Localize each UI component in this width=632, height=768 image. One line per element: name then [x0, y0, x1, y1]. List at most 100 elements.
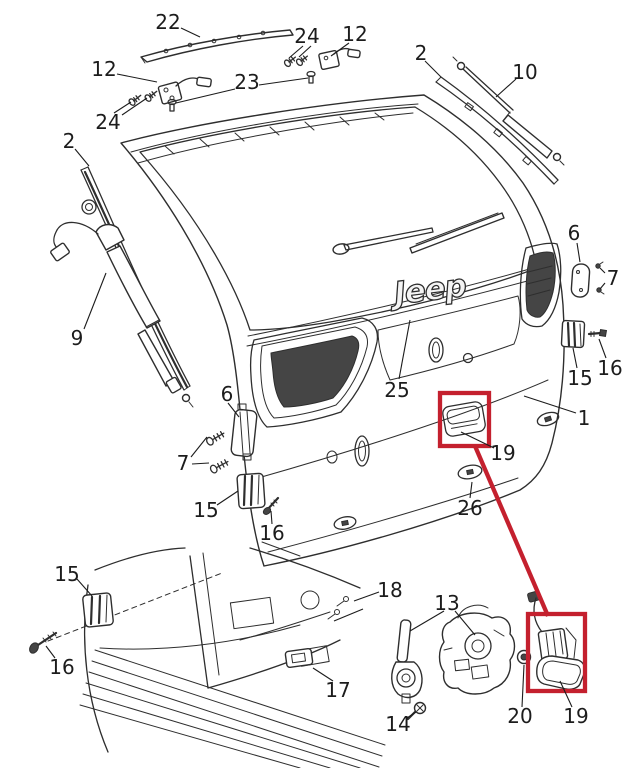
leader-line-14 — [406, 711, 417, 719]
power-strut-left — [50, 199, 194, 408]
leader-line-6 — [227, 402, 240, 418]
bumper-hatch — [79, 649, 386, 768]
leader-line-7 — [191, 462, 210, 465]
callout-23-label: 23 — [234, 70, 259, 94]
leader-line-12 — [116, 73, 158, 83]
body-cutaway — [29, 541, 386, 768]
callout-1-label: 1 — [578, 406, 591, 430]
callout-16-label: 16 — [597, 356, 622, 380]
leader-line-17 — [312, 667, 334, 682]
callout-26-label: 26 — [457, 496, 482, 520]
handle-recess — [442, 401, 486, 437]
spoiler-hatch — [164, 112, 385, 155]
callout-16-label: 16 — [259, 521, 284, 545]
callout-2-label: 2 — [415, 41, 428, 65]
hinge-right — [318, 47, 361, 71]
handle-assembly — [527, 590, 586, 690]
leader-line-2 — [424, 60, 442, 78]
callout-22-label: 22 — [155, 10, 180, 34]
leader-line-19 — [460, 431, 495, 449]
screws-24 — [128, 55, 308, 106]
leader-line-12 — [330, 42, 350, 57]
bumper-right — [560, 319, 586, 349]
bolt-mid-left — [262, 496, 280, 515]
callout-13-label: 13 — [434, 591, 459, 615]
latch-assembly — [438, 604, 516, 695]
leader-line-6 — [576, 242, 581, 263]
leader-line-26 — [469, 481, 473, 499]
callout-24-label: 24 — [294, 24, 319, 48]
leader-line-23 — [258, 77, 309, 86]
leader-line-7 — [599, 267, 606, 274]
leader-line-13 — [409, 610, 445, 632]
spoiler-strip — [140, 29, 294, 64]
pad-right — [570, 263, 591, 298]
left-taillight — [249, 317, 379, 428]
plug-ovals — [333, 411, 560, 530]
leader-line-7 — [190, 436, 208, 458]
callout-25-label: 25 — [384, 378, 409, 402]
callout-17-label: 17 — [325, 678, 350, 702]
leader-line-9 — [83, 272, 107, 330]
hinge-left — [157, 76, 212, 105]
leader-line-15 — [216, 490, 239, 506]
leader-line-13 — [454, 610, 476, 636]
callout-7-label: 7 — [177, 451, 190, 475]
bolt-bottom-left — [29, 631, 58, 654]
latch-screw — [406, 701, 427, 721]
callout-16-label: 16 — [49, 655, 74, 679]
highlight-connector-line — [473, 445, 550, 617]
leader-line-15 — [572, 347, 578, 369]
leader-line-16 — [598, 338, 607, 359]
leader-line-18 — [333, 608, 364, 622]
release-lever — [391, 619, 423, 704]
leader-line-15 — [76, 578, 93, 597]
leader-line-2 — [74, 148, 90, 167]
striker-screws — [327, 596, 349, 620]
leader-line-7 — [599, 282, 606, 290]
callout-20-label: 20 — [507, 704, 532, 728]
screws-right — [595, 261, 605, 295]
highlight-box-2 — [525, 611, 588, 694]
callout-15-label: 15 — [193, 498, 218, 522]
leader-line-23 — [175, 88, 236, 104]
bolt-right — [587, 328, 608, 338]
leader-line-24 — [298, 45, 312, 58]
leader-line-24 — [121, 97, 148, 116]
leader-line-1 — [523, 395, 577, 414]
right-taillight — [519, 242, 562, 328]
pad-left — [230, 403, 258, 461]
leader-line-20 — [521, 664, 525, 708]
leader-line-16 — [45, 645, 56, 659]
callout-10-label: 10 — [512, 60, 537, 84]
callout-12-label: 12 — [91, 57, 116, 81]
callout-12-label: 12 — [342, 22, 367, 46]
callout-18-label: 18 — [377, 578, 402, 602]
panel-holes — [326, 337, 474, 467]
bumper-bottom-left — [82, 592, 114, 628]
leader-line-16 — [270, 510, 273, 525]
leader-line-19 — [559, 680, 573, 708]
leader-line-18 — [353, 591, 380, 602]
rear-wiper — [332, 212, 505, 255]
leader-line-24 — [288, 45, 304, 59]
highlight-box-1 — [437, 390, 492, 449]
callout-19-label: 19 — [490, 441, 515, 465]
striker — [284, 647, 314, 669]
screws-left — [206, 430, 229, 474]
callout-24-label: 24 — [95, 110, 120, 134]
leader-line-25 — [398, 319, 411, 380]
leader-line-24 — [113, 101, 132, 114]
gas-strut-right — [452, 56, 565, 166]
callout-14-label: 14 — [385, 712, 410, 736]
callout-15-label: 15 — [54, 562, 79, 586]
trim-channel-right — [435, 76, 559, 185]
callout-19-label: 19 — [563, 704, 588, 728]
license-plate-recess — [377, 295, 521, 381]
callout-2-label: 2 — [63, 129, 76, 153]
bumper-mid-left — [236, 472, 266, 510]
callout-15-label: 15 — [567, 366, 592, 390]
callout-6-label: 6 — [568, 221, 581, 245]
callout-7-label: 7 — [607, 266, 620, 290]
